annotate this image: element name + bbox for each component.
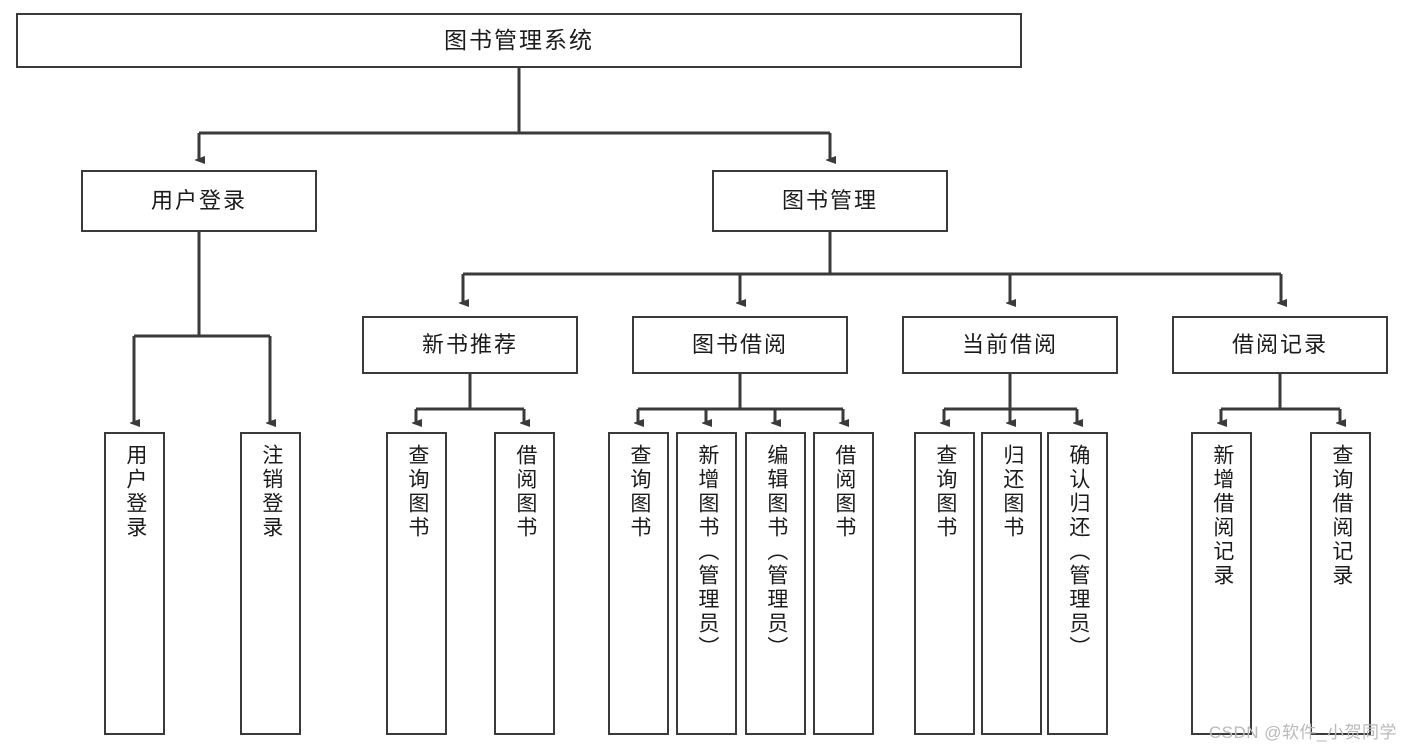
- leaf-query-book-1[interactable]: 查询图书: [386, 432, 447, 735]
- node-current-borrow[interactable]: 当前借阅: [902, 316, 1118, 374]
- node-root-system[interactable]: 图书管理系统: [16, 13, 1022, 68]
- node-borrow-record-label: 借阅记录: [1231, 332, 1328, 358]
- leaf-user-login[interactable]: 用户登录: [104, 432, 165, 735]
- leaf-borrow-book-1-label: 借阅图书: [513, 444, 537, 540]
- leaf-add-record[interactable]: 新增借阅记录: [1191, 432, 1252, 735]
- leaf-borrow-book-2-label: 借阅图书: [832, 444, 856, 540]
- node-new-book-recommend-label: 新书推荐: [421, 332, 518, 358]
- leaf-logout-login-label: 注销登录: [259, 444, 283, 540]
- leaf-add-book[interactable]: 新增图书（管理员）: [676, 432, 737, 735]
- node-user-login[interactable]: 用户登录: [81, 170, 317, 232]
- leaf-borrow-book-1[interactable]: 借阅图书: [494, 432, 555, 735]
- node-user-login-label: 用户登录: [150, 188, 247, 214]
- leaf-query-book-2[interactable]: 查询图书: [608, 432, 669, 735]
- leaf-query-record-label: 查询借阅记录: [1329, 444, 1353, 588]
- node-book-borrow[interactable]: 图书借阅: [632, 316, 848, 374]
- leaf-query-record[interactable]: 查询借阅记录: [1310, 432, 1371, 735]
- node-current-borrow-label: 当前借阅: [961, 332, 1058, 358]
- node-book-manage[interactable]: 图书管理: [712, 170, 948, 232]
- leaf-query-book-3[interactable]: 查询图书: [914, 432, 975, 735]
- node-book-borrow-label: 图书借阅: [691, 332, 788, 358]
- node-book-manage-label: 图书管理: [781, 188, 878, 214]
- leaf-logout-login[interactable]: 注销登录: [240, 432, 301, 735]
- leaf-edit-book-label: 编辑图书（管理员）: [764, 444, 788, 660]
- leaf-edit-book[interactable]: 编辑图书（管理员）: [745, 432, 806, 735]
- leaf-add-book-label: 新增图书（管理员）: [695, 444, 719, 660]
- leaf-return-book-label: 归还图书: [1000, 444, 1024, 540]
- leaf-user-login-label: 用户登录: [123, 444, 147, 540]
- node-borrow-record[interactable]: 借阅记录: [1172, 316, 1388, 374]
- leaf-query-book-1-label: 查询图书: [405, 444, 429, 540]
- leaf-confirm-return-label: 确认归还（管理员）: [1066, 444, 1090, 660]
- leaf-add-record-label: 新增借阅记录: [1210, 444, 1234, 588]
- node-root-system-label: 图书管理系统: [444, 26, 594, 53]
- leaf-return-book[interactable]: 归还图书: [981, 432, 1042, 735]
- leaf-confirm-return[interactable]: 确认归还（管理员）: [1047, 432, 1108, 735]
- leaf-query-book-3-label: 查询图书: [933, 444, 957, 540]
- node-new-book-recommend[interactable]: 新书推荐: [362, 316, 578, 374]
- leaf-query-book-2-label: 查询图书: [627, 444, 651, 540]
- leaf-borrow-book-2[interactable]: 借阅图书: [813, 432, 874, 735]
